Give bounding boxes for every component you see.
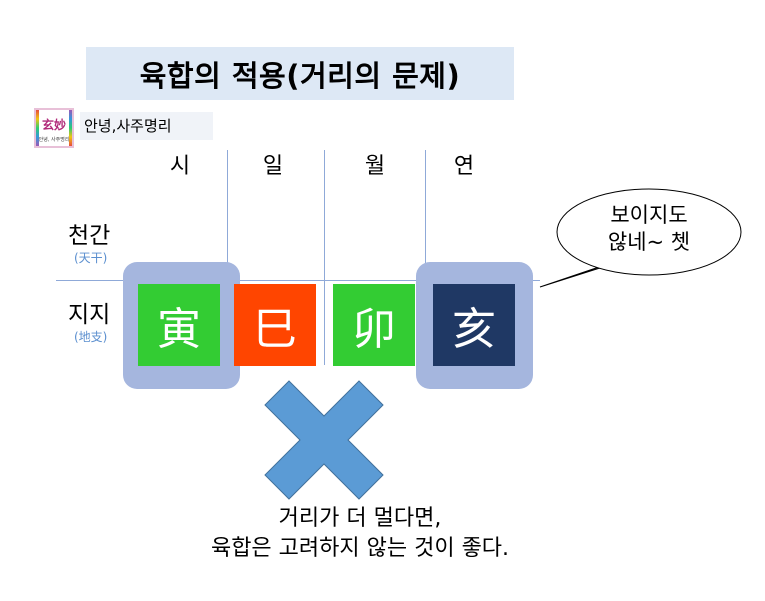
row-label-stem: 천간 — [68, 223, 111, 249]
conclusion-text: 거리가 더 멀다면, 육합은 고려하지 않는 것이 좋다. — [80, 504, 640, 564]
logo-color-strip-right — [69, 110, 72, 146]
channel-caption-text: 안녕,사주명리 — [84, 117, 172, 135]
row-divider — [56, 280, 540, 281]
branch-char-month: 卯 — [352, 304, 396, 355]
speech-bubble-line-1: 보이지도 — [610, 203, 688, 227]
column-divider — [227, 150, 228, 365]
row-sublabel-stem: (天干) — [74, 251, 108, 265]
channel-logo: 玄妙 안녕, 사주명리 — [34, 108, 74, 148]
column-divider — [324, 150, 325, 365]
speech-bubble-text: 보이지도 않네~ 쳇 — [562, 202, 736, 256]
column-label-month: 월 — [364, 154, 386, 179]
conclusion-line-1: 거리가 더 멀다면, — [278, 506, 442, 531]
column-label-year: 연 — [453, 154, 475, 179]
branch-tile-year: 亥 — [433, 284, 515, 366]
branch-tile-day: 巳 — [234, 284, 316, 366]
row-sublabel-branch: (地支) — [74, 330, 108, 344]
cross-mark-icon — [264, 380, 384, 500]
row-label-branch: 지지 — [68, 302, 111, 328]
column-divider — [425, 150, 426, 365]
column-label-hour: 시 — [169, 154, 191, 179]
speech-bubble-tail-cover — [600, 256, 628, 263]
branch-tile-month: 卯 — [333, 284, 415, 366]
page-title: 육합의 적용(거리의 문제) — [86, 47, 514, 100]
speech-bubble-line-2: 않네~ 쳇 — [607, 230, 691, 254]
logo-mark: 玄妙 — [41, 118, 66, 132]
branch-char-hour: 寅 — [157, 304, 201, 355]
branch-char-day: 巳 — [253, 304, 297, 355]
logo-subtext: 안녕, 사주명리 — [38, 137, 70, 143]
conclusion-line-2: 육합은 고려하지 않는 것이 좋다. — [210, 536, 510, 561]
channel-caption: 안녕,사주명리 — [80, 112, 213, 140]
page-title-text: 육합의 적용(거리의 문제) — [139, 58, 461, 93]
branch-char-year: 亥 — [452, 304, 496, 355]
logo-color-strip-left — [36, 110, 39, 146]
speech-bubble-body — [556, 188, 742, 276]
column-label-day: 일 — [262, 154, 284, 179]
branch-tile-hour: 寅 — [138, 284, 220, 366]
